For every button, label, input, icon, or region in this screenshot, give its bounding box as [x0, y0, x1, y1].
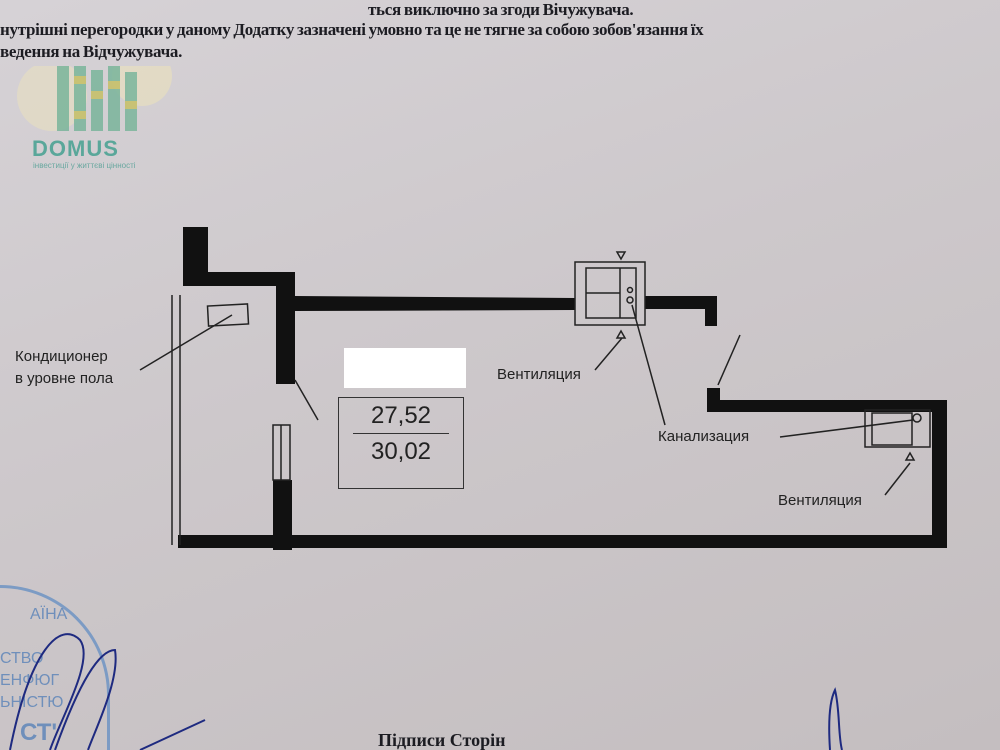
- label-vent-2: Вентиляция: [778, 492, 862, 509]
- area-total: 30,02: [370, 438, 432, 465]
- stamp-text: СТВО: [0, 650, 44, 667]
- doc-text-line-2: нутрішні перегородки у даному Додатку за…: [0, 20, 704, 39]
- logo-word: DOMUS: [32, 136, 119, 161]
- doc-text-line-1: ться виключно за згоди Вічужувача.: [368, 0, 634, 19]
- label-ac-1: Кондиционер: [15, 348, 108, 365]
- doc-text-line-3: ведення на Відчужувача.: [0, 42, 183, 61]
- label-sewer: Канализация: [658, 428, 750, 445]
- redacted-box: [344, 348, 466, 388]
- label-vent-1: Вентиляция: [497, 366, 581, 383]
- logo-tagline: інвестиції у життєві цінності: [33, 161, 136, 170]
- area-box: 27,52 30,02: [338, 397, 464, 489]
- walls: [178, 227, 947, 550]
- area-living: 27,52: [353, 402, 449, 434]
- stamp-text: ЬНІСТЮ: [0, 694, 64, 711]
- domus-logo: [12, 46, 177, 166]
- signatures-heading: Підписи Сторін: [378, 730, 506, 750]
- label-ac-2: в уровне пола: [15, 370, 114, 387]
- stamp-text: СТ': [20, 719, 58, 746]
- stamp-text: АЇНА: [30, 606, 68, 623]
